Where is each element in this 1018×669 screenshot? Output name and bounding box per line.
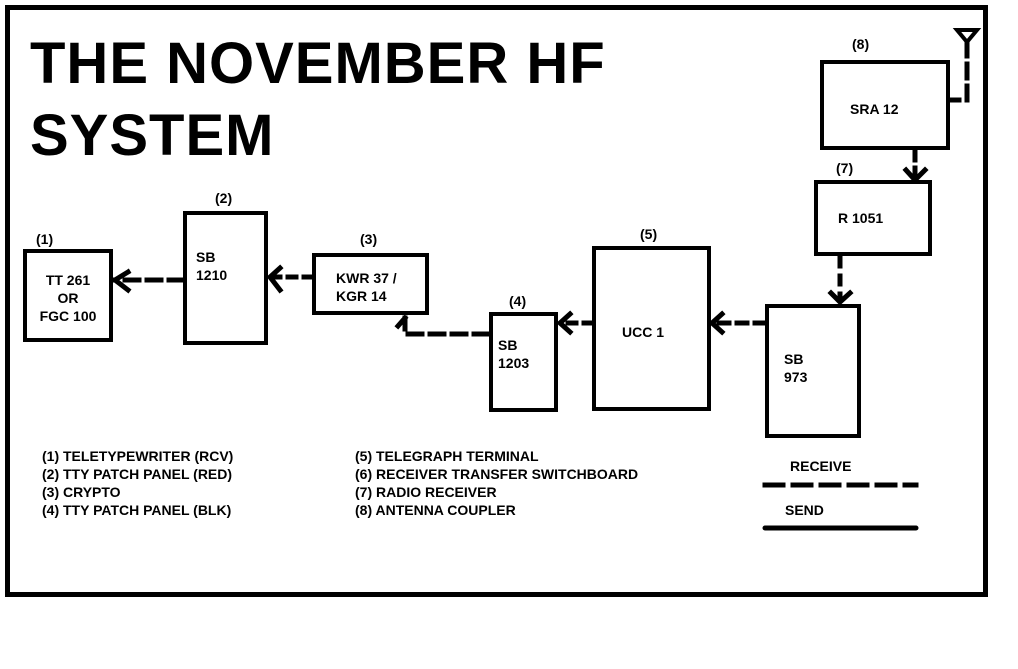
component-label-line: UCC 1 <box>622 324 665 340</box>
title-text: THE NOVEMBER HF SYSTEM <box>30 31 606 168</box>
arrow-7-to-6 <box>827 289 854 306</box>
arrow-6-to-5 <box>708 310 726 336</box>
component-label-line: TT 261 <box>45 272 91 288</box>
diagram-title: THE NOVEMBER HF SYSTEM <box>30 28 690 172</box>
component-number-8: (8) <box>852 36 870 52</box>
component-label-line: 1210 <box>196 267 228 283</box>
component-box-8[interactable]: SRA 12 <box>820 60 950 150</box>
legend-item: (1) TELETYPEWRITER (RCV) <box>42 448 234 464</box>
legend-item: (2) TTY PATCH PANEL (RED) <box>42 466 233 482</box>
wire-4-to-3 <box>402 315 491 337</box>
legend-item: (8) ANTENNA COUPLER <box>355 502 516 518</box>
component-number-3: (3) <box>360 231 378 247</box>
component-label-line: R 1051 <box>838 210 884 226</box>
component-number-7: (7) <box>836 160 854 176</box>
arrow-3-to-2 <box>266 264 284 294</box>
component-number-1: (1) <box>36 231 54 247</box>
component-label-line: KWR 37 / <box>336 270 397 286</box>
component-box-7[interactable]: R 1051 <box>814 180 932 256</box>
component-box-1[interactable]: TT 261 OR FGC 100 <box>23 249 113 342</box>
component-label-line: SB <box>498 337 518 353</box>
component-label-line: SRA 12 <box>850 101 899 117</box>
legend-item: (3) CRYPTO <box>42 484 121 500</box>
legend-left: (1) TELETYPEWRITER (RCV) (2) TTY PATCH P… <box>42 447 233 519</box>
receive-key-label: RECEIVE <box>790 458 852 474</box>
legend-item: (6) RECEIVER TRANSFER SWITCHBOARD <box>355 466 639 482</box>
component-label-line: SB <box>196 249 216 265</box>
component-box-3[interactable]: KWR 37 / KGR 14 <box>312 253 429 315</box>
component-box-2[interactable]: SB 1210 <box>183 211 268 345</box>
component-label-line: SB <box>784 351 804 367</box>
legend-item: (7) RADIO RECEIVER <box>355 484 497 500</box>
diagram-frame <box>5 5 988 597</box>
arrow-2-to-1 <box>110 268 132 294</box>
component-box-5[interactable]: UCC 1 <box>592 246 711 411</box>
component-label-line: KGR 14 <box>336 288 387 304</box>
component-box-4[interactable]: SB 1203 <box>489 312 558 412</box>
arrow-5-to-4 <box>556 310 574 336</box>
send-key-label: SEND <box>785 502 824 518</box>
arrow-4-to-3 <box>394 314 409 330</box>
component-label-line: FGC 100 <box>39 308 97 324</box>
component-box-6[interactable]: SB 973 <box>765 304 861 438</box>
component-label-line: OR <box>57 290 79 306</box>
antenna-icon <box>952 28 982 46</box>
component-number-5: (5) <box>640 226 658 242</box>
legend-item: (4) TTY PATCH PANEL (BLK) <box>42 502 232 518</box>
component-number-4: (4) <box>509 293 527 309</box>
legend-item: (5) TELEGRAPH TERMINAL <box>355 448 539 464</box>
component-label-line: 973 <box>784 369 808 385</box>
wire-antenna-to-8 <box>947 39 970 103</box>
legend-right: (5) TELEGRAPH TERMINAL (6) RECEIVER TRAN… <box>355 447 638 519</box>
component-number-2: (2) <box>215 190 233 206</box>
component-label-line: 1203 <box>498 355 530 371</box>
